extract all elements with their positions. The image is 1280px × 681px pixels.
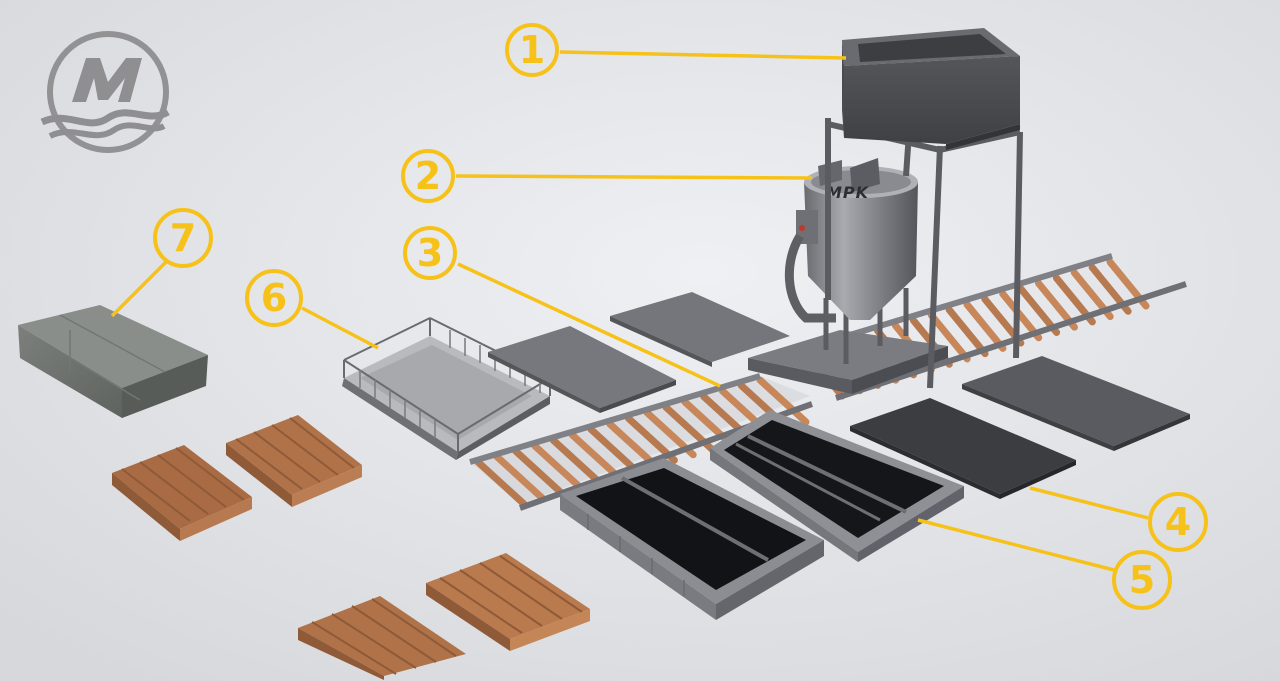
conveyor-roller [530, 442, 584, 492]
roller-conveyor-front [469, 373, 814, 511]
mixer-station: MPK [748, 158, 948, 394]
conveyor-roller [549, 436, 603, 486]
conveyor-roller [606, 420, 660, 470]
conveyor-roller [474, 458, 528, 508]
conveyor-roller [963, 300, 1007, 352]
callout-2-label: 2 [415, 154, 441, 198]
callout-7-label: 7 [170, 216, 196, 260]
callout-6: 6 [245, 269, 303, 327]
conveyor-roller [756, 376, 810, 426]
pallet-plate-left [488, 326, 676, 413]
leader-7 [110, 260, 168, 318]
leader-1 [559, 50, 847, 60]
wood-pallet-3 [298, 596, 466, 680]
callout-5-label: 5 [1129, 558, 1155, 602]
callout-4-label: 4 [1165, 500, 1191, 544]
callout-1-label: 1 [519, 28, 545, 72]
callout-3-label: 3 [417, 231, 443, 275]
callout-leaders [110, 50, 1149, 572]
conveyor-roller [999, 290, 1043, 342]
conveyor-roller [587, 425, 641, 475]
callout-1: 1 [505, 23, 559, 77]
conveyor-roller [927, 311, 971, 363]
callout-6-label: 6 [261, 276, 287, 320]
finished-blocks-stack [18, 305, 208, 418]
callout-7: 7 [153, 208, 213, 268]
stylized-M-wave-icon [72, 58, 142, 102]
pallet-plate-back [610, 292, 790, 367]
callout-5: 5 [1112, 550, 1172, 610]
callout-3: 3 [403, 226, 457, 280]
mold-frame-cage [342, 317, 551, 460]
leader-5 [917, 518, 1115, 572]
leader-3 [457, 262, 721, 388]
wood-pallet-2 [226, 415, 362, 507]
company-logo [40, 31, 170, 153]
conveyor-roller [512, 447, 566, 497]
callout-2: 2 [401, 149, 455, 203]
conveyor-roller [945, 306, 989, 358]
mixer-label: MPK [826, 183, 870, 202]
conveyor-roller [493, 453, 547, 503]
leader-6 [301, 306, 379, 350]
logo-ring [47, 31, 169, 153]
mold-back [710, 410, 964, 562]
wood-pallet-4 [426, 553, 590, 651]
pallet-plate-front [850, 398, 1076, 499]
leader-2 [455, 174, 813, 180]
hopper-bin [842, 28, 1020, 150]
mold-front [560, 458, 824, 620]
wood-pallet-1 [112, 445, 252, 541]
conveyor-roller [568, 431, 622, 481]
callout-4: 4 [1148, 492, 1208, 552]
leader-4 [1029, 486, 1149, 520]
pallet-plate-right [962, 356, 1190, 451]
